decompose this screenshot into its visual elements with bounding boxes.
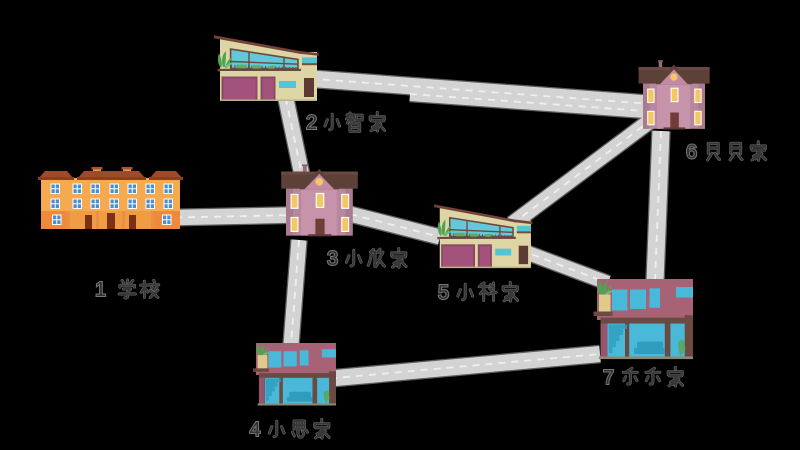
svg-text:3: 3 [327,248,338,270]
svg-text:1: 1 [95,279,106,301]
svg-text:2: 2 [306,112,317,134]
svg-text:4: 4 [250,419,261,441]
svg-text:6: 6 [686,141,697,163]
svg-text:7: 7 [603,367,614,389]
svg-text:5: 5 [438,282,449,304]
